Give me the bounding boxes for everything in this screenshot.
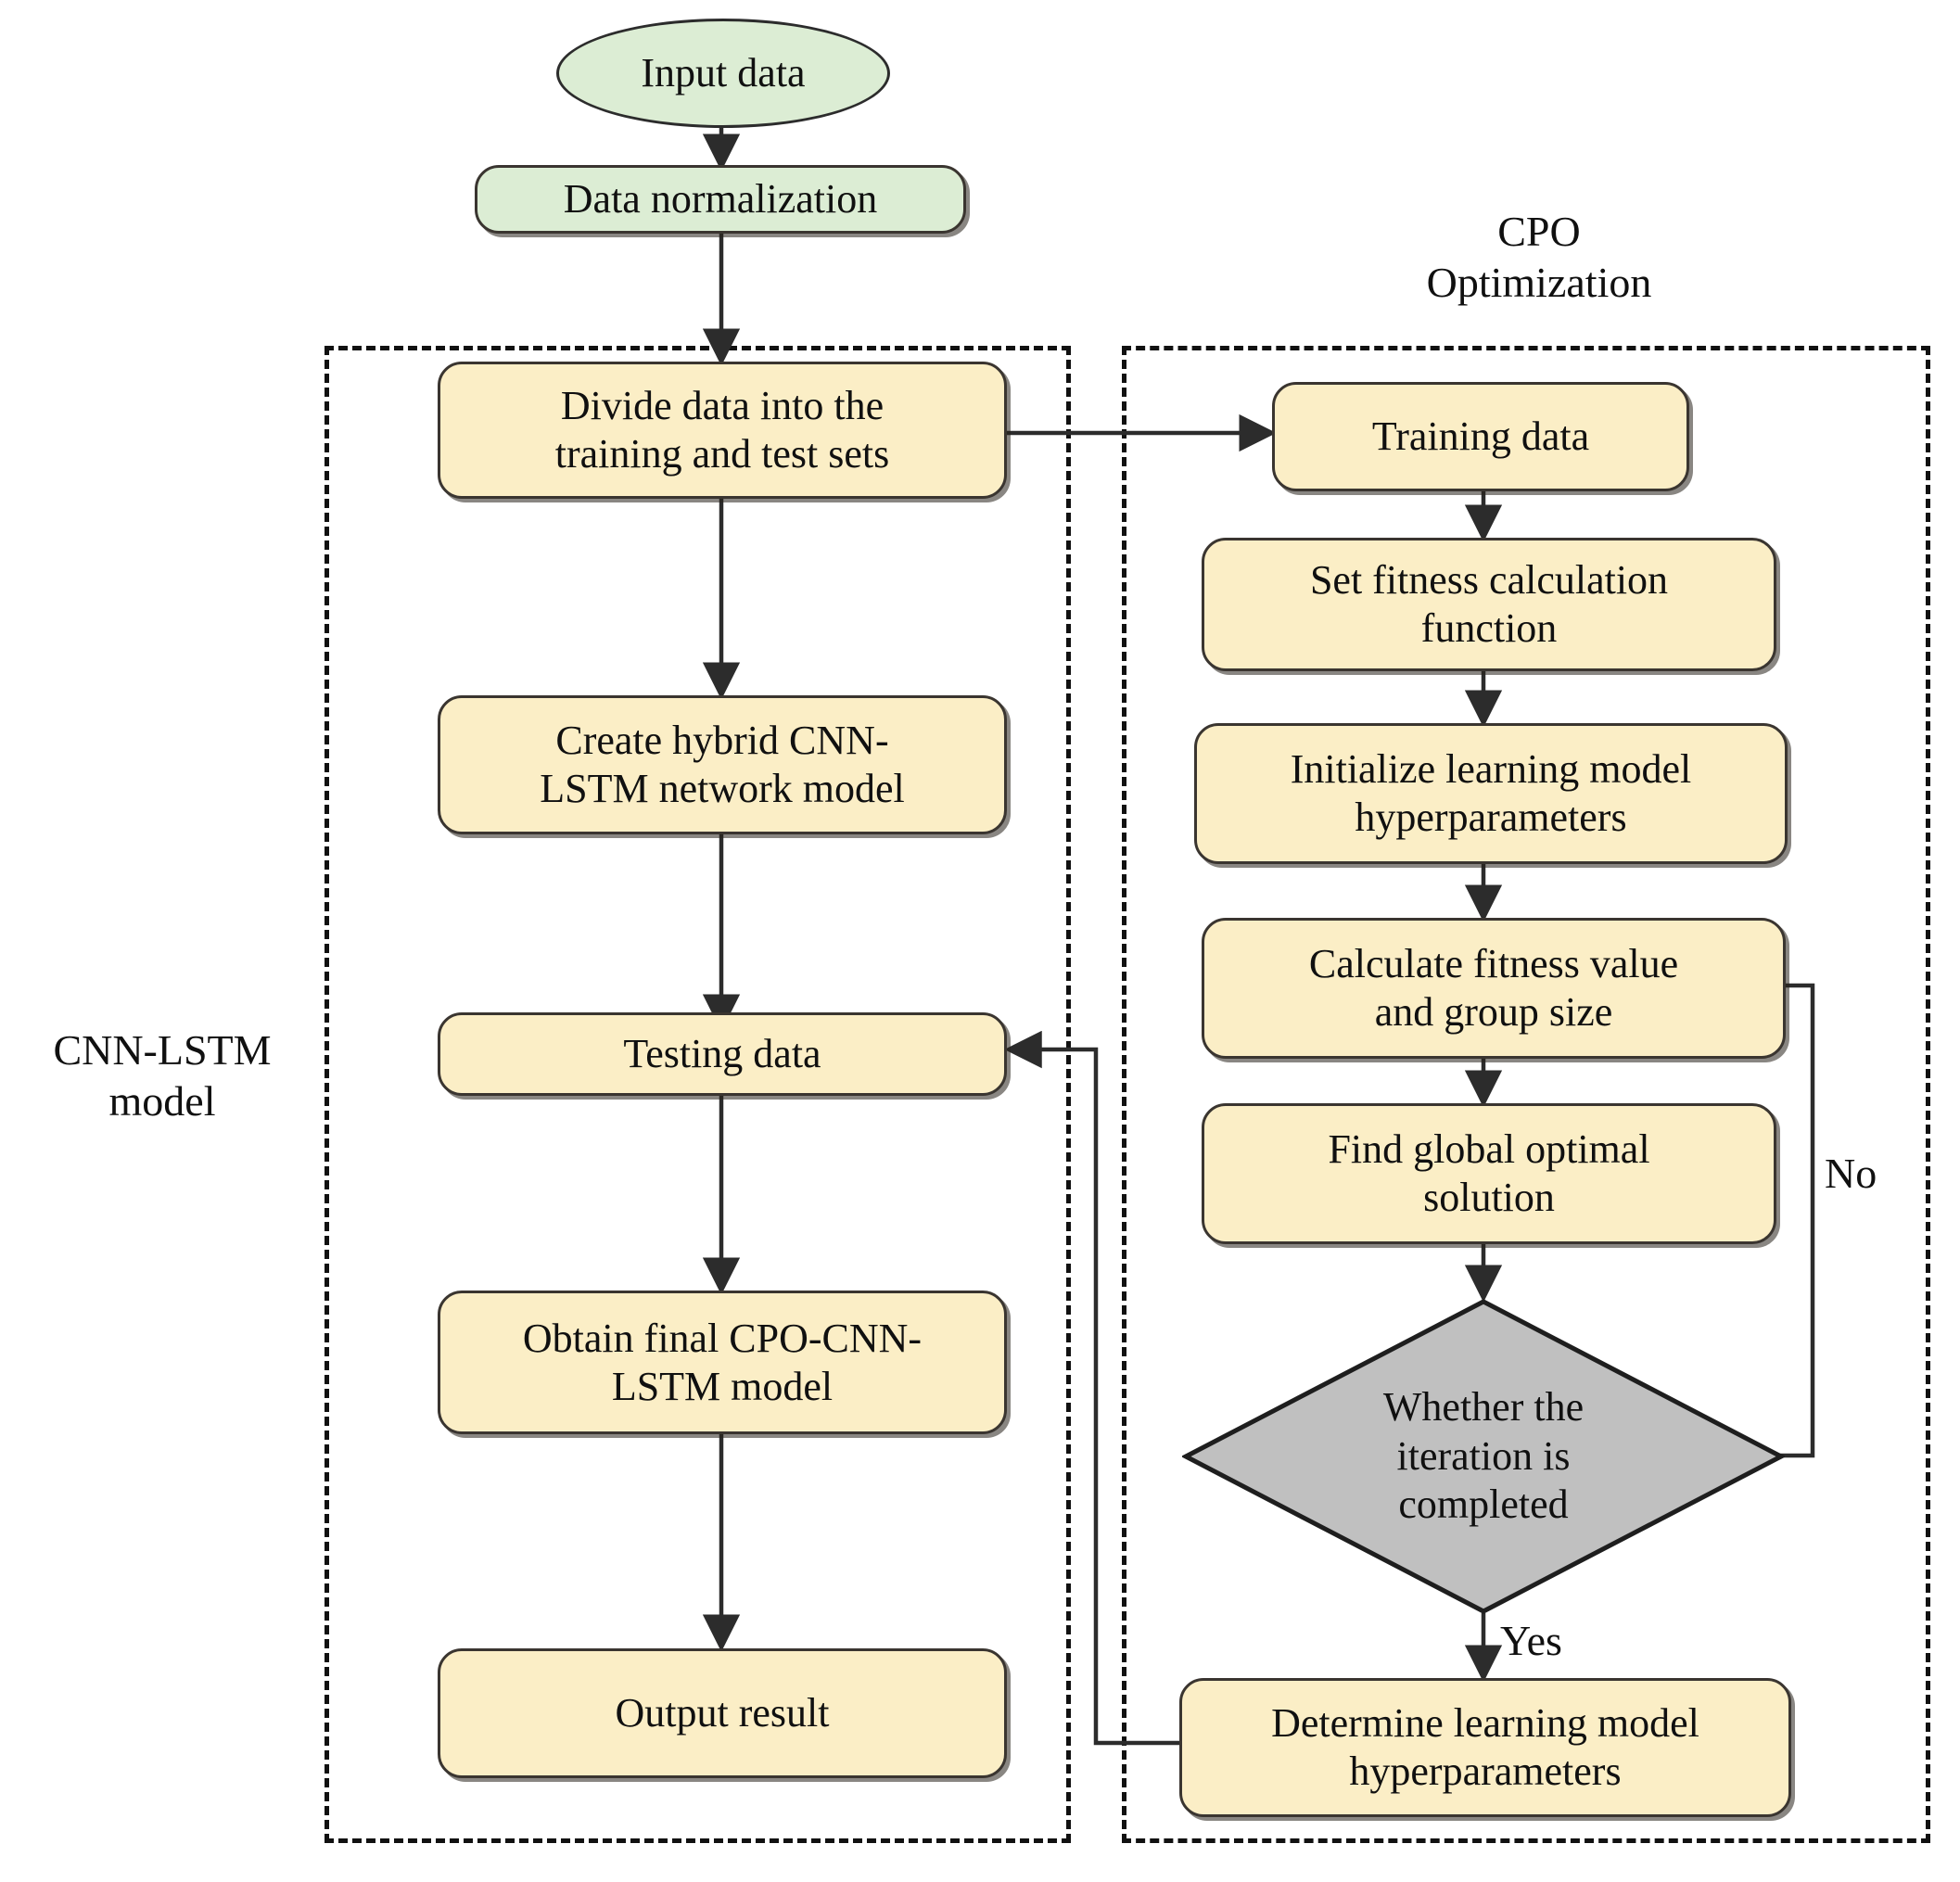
edge-label-no: No bbox=[1825, 1150, 1877, 1197]
node-find-global-optimal-solution[interactable]: Find global optimal solution bbox=[1202, 1103, 1776, 1244]
group-label-cnn-lstm: CNN-LSTM model bbox=[53, 1026, 272, 1125]
node-obtain-final-model[interactable]: Obtain final CPO-CNN- LSTM model bbox=[438, 1291, 1007, 1434]
node-set-fitness-function[interactable]: Set fitness calculation function bbox=[1202, 538, 1776, 671]
node-training-data[interactable]: Training data bbox=[1272, 382, 1689, 491]
node-whether-iteration-completed[interactable]: Whether the iteration is completed bbox=[1182, 1298, 1785, 1615]
node-create-hybrid-cnn-lstm[interactable]: Create hybrid CNN- LSTM network model bbox=[438, 695, 1007, 834]
node-determine-hyperparameters[interactable]: Determine learning model hyperparameters bbox=[1179, 1678, 1791, 1817]
node-output-result[interactable]: Output result bbox=[438, 1648, 1007, 1778]
node-testing-data[interactable]: Testing data bbox=[438, 1012, 1007, 1096]
node-calculate-fitness-group-size[interactable]: Calculate fitness value and group size bbox=[1202, 918, 1786, 1059]
node-input-data[interactable]: Input data bbox=[556, 19, 890, 128]
node-initialize-hyperparameters[interactable]: Initialize learning model hyperparameter… bbox=[1194, 723, 1788, 864]
node-data-normalization[interactable]: Data normalization bbox=[475, 165, 966, 234]
group-label-cpo: CPO Optimization bbox=[1426, 208, 1652, 307]
edge-label-yes: Yes bbox=[1500, 1617, 1562, 1664]
node-divide-data[interactable]: Divide data into the training and test s… bbox=[438, 362, 1007, 499]
decision-diamond-shape bbox=[1182, 1299, 1785, 1614]
